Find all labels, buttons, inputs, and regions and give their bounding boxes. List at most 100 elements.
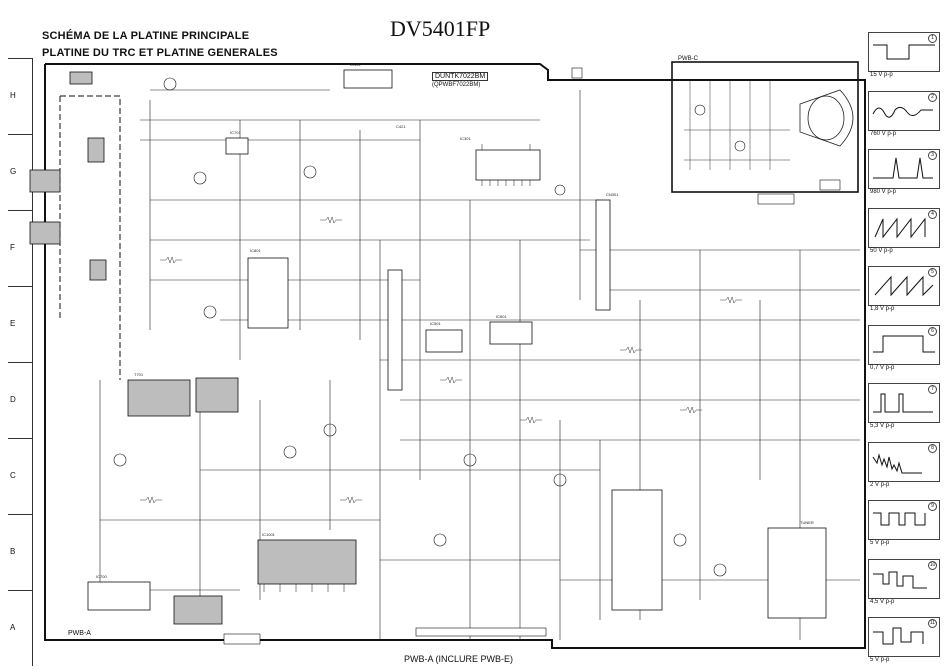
ruler-tick bbox=[8, 362, 32, 363]
waveform-number: 1 bbox=[928, 34, 937, 43]
waveform-box: 11 bbox=[868, 617, 940, 657]
shaded-module bbox=[173, 595, 223, 625]
ruler-tick bbox=[8, 134, 32, 135]
waveform-trace bbox=[873, 571, 927, 588]
power-module bbox=[195, 377, 239, 413]
model-number: DV5401FP bbox=[390, 16, 491, 41]
ic-block bbox=[425, 329, 463, 353]
pwb-a-label: PWB-A bbox=[68, 630, 91, 637]
waveform-number: 8 bbox=[928, 443, 937, 453]
grid-row-label: A bbox=[10, 623, 16, 632]
ruler-tick bbox=[8, 210, 32, 211]
filter-module bbox=[89, 259, 107, 281]
waveform-trace bbox=[873, 627, 924, 645]
footer-caption: PWB-A (INCLURE PWB-E) bbox=[404, 654, 514, 664]
chassis-sub-label: (QPWBF7022BM) bbox=[432, 82, 481, 88]
waveform-number: 10 bbox=[928, 560, 937, 570]
tuner-block bbox=[767, 527, 827, 619]
tuner-connector-block bbox=[611, 489, 663, 611]
connector-block bbox=[595, 199, 611, 311]
waveform-number: 3 bbox=[928, 151, 937, 160]
waveform-number: 4 bbox=[928, 209, 937, 219]
crt-tube-icon bbox=[799, 89, 854, 147]
waveform-label: 5 V p-p bbox=[870, 657, 890, 663]
ruler-tick bbox=[8, 590, 32, 591]
grid-row-label: G bbox=[10, 167, 17, 176]
svg-text:IC801: IC801 bbox=[250, 248, 261, 253]
waveform-label: 4,5 V p-p bbox=[870, 598, 895, 605]
grid-row-label: F bbox=[10, 243, 15, 252]
waveform-trace bbox=[873, 335, 935, 352]
ruler-tick bbox=[8, 58, 32, 59]
waveform-box: 8 bbox=[868, 441, 940, 482]
waveform-trace bbox=[872, 106, 933, 118]
svg-text:IC501: IC501 bbox=[430, 321, 441, 326]
pwb-c-label: PWB-C bbox=[678, 56, 698, 62]
waveform-label: 980 V p-p bbox=[870, 189, 897, 195]
grid-row-label: C bbox=[10, 471, 16, 480]
waveform-trace bbox=[874, 275, 934, 297]
waveform-label: 5 V p-p bbox=[870, 540, 890, 546]
svg-text:IC701: IC701 bbox=[230, 130, 241, 135]
waveform-trace bbox=[873, 157, 933, 179]
filter-module bbox=[87, 137, 105, 163]
waveform-label: 50 V p-p bbox=[870, 247, 893, 254]
waveform-trace bbox=[873, 512, 926, 526]
chassis-label: DUNTK7022BM bbox=[432, 72, 489, 81]
schematic-title-line2: PLATINE DU TRC ET PLATINE GENERALES bbox=[42, 47, 278, 59]
ruler-tick bbox=[8, 286, 32, 287]
ruler-tick bbox=[8, 438, 32, 439]
waveform-label: 15 V p-p bbox=[870, 72, 893, 78]
waveform-number: 7 bbox=[928, 385, 937, 394]
ic-block bbox=[475, 149, 541, 181]
waveform-trace bbox=[873, 393, 933, 413]
grid-row-label: H bbox=[10, 91, 16, 100]
waveform-box: 4 bbox=[868, 207, 940, 248]
svg-text:IC601: IC601 bbox=[496, 314, 507, 319]
flyback-module bbox=[127, 379, 191, 417]
waveform-number: 6 bbox=[928, 326, 937, 336]
waveform-number: 2 bbox=[928, 92, 937, 102]
waveform-box: 7 bbox=[868, 383, 940, 423]
ic-block bbox=[247, 257, 289, 329]
ic-block bbox=[225, 137, 249, 155]
pwb-c-board bbox=[671, 61, 859, 193]
waveform-box: 6 bbox=[868, 324, 940, 365]
waveform-box: 10 bbox=[868, 558, 940, 599]
waveform-box: 9 bbox=[868, 500, 940, 540]
svg-text:CN301: CN301 bbox=[606, 192, 619, 197]
microcontroller-ic bbox=[257, 539, 357, 585]
svg-text:IC301: IC301 bbox=[460, 136, 471, 141]
fuse-module bbox=[29, 221, 61, 245]
waveform-trace bbox=[873, 44, 935, 60]
ic-block bbox=[489, 321, 533, 345]
ic-block bbox=[87, 581, 151, 611]
waveform-box: 5 bbox=[868, 266, 940, 306]
waveform-trace bbox=[872, 452, 922, 473]
waveform-box: 3 bbox=[868, 149, 940, 189]
waveform-label: 2 V p-p bbox=[870, 481, 890, 488]
shaded-module bbox=[69, 71, 93, 85]
waveform-box: 1 bbox=[868, 32, 940, 72]
waveform-trace bbox=[874, 217, 926, 238]
svg-text:IC451: IC451 bbox=[350, 62, 361, 67]
svg-text:T701: T701 bbox=[134, 372, 144, 377]
grid-row-label: E bbox=[10, 319, 16, 328]
waveform-number: 9 bbox=[928, 502, 937, 511]
waveform-label: 760 V p-p bbox=[870, 130, 897, 137]
waveform-number: 11 bbox=[928, 619, 937, 628]
grid-row-label: B bbox=[10, 547, 16, 556]
waveform-box: 2 bbox=[868, 90, 940, 131]
waveform-label: 0,7 V p-p bbox=[870, 364, 895, 371]
schematic-title-line1: SCHÉMA DE LA PLATINE PRINCIPALE bbox=[42, 30, 250, 42]
svg-text:IC1001: IC1001 bbox=[262, 532, 276, 537]
ruler-tick bbox=[8, 514, 32, 515]
grid-row-ruler: H G F E D C B A bbox=[8, 58, 33, 666]
connector-block bbox=[387, 269, 403, 391]
fuse-module bbox=[29, 169, 61, 193]
svg-text:C421: C421 bbox=[396, 124, 406, 129]
waveform-label: 5,3 V p-p bbox=[870, 423, 895, 429]
grid-row-label: D bbox=[10, 395, 16, 404]
ic-block bbox=[343, 69, 393, 89]
